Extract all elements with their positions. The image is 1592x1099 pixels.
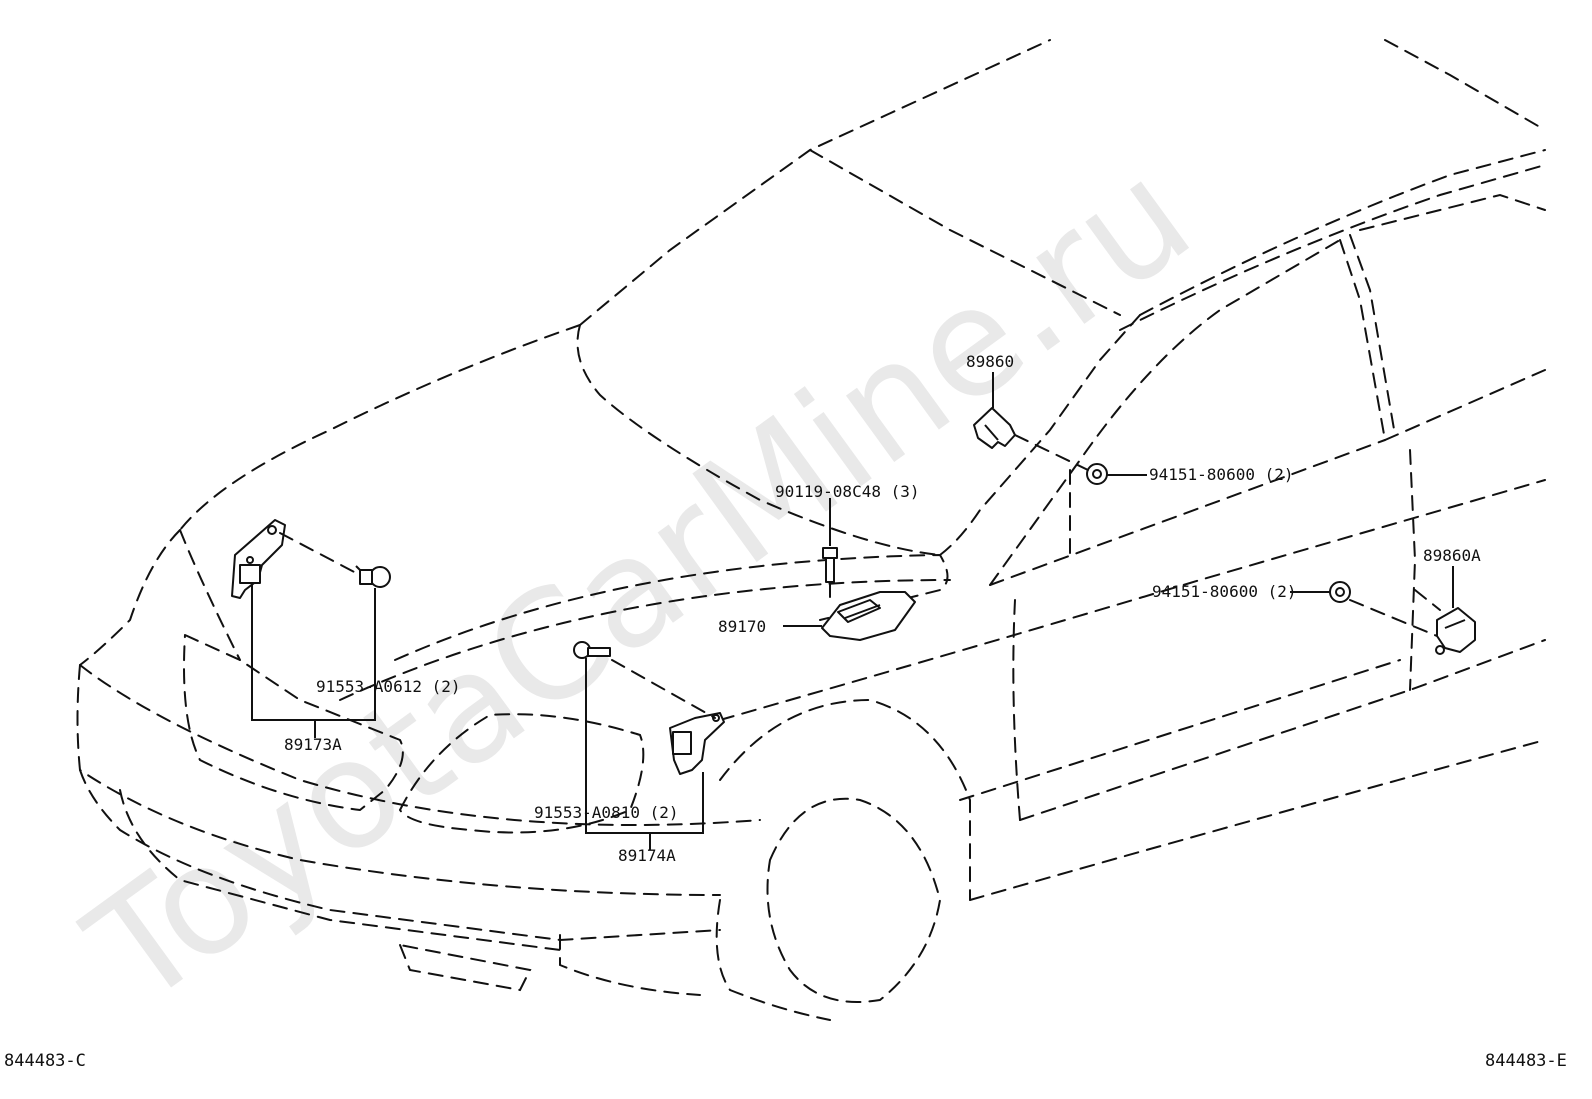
label-89174A: 89174A — [618, 846, 676, 865]
label-91553-A0810: 91553-A0810 (2) — [534, 803, 679, 822]
sensor-89860 — [973, 407, 1016, 449]
assembly-lines — [279, 434, 1441, 719]
bolt-91553-A0612 — [355, 565, 391, 588]
sensor-89174A — [669, 712, 725, 775]
reference-code-left: 844483-C — [4, 1051, 86, 1071]
label-89860: 89860 — [966, 352, 1014, 371]
label-90119-08C48: 90119-08C48 (3) — [775, 482, 920, 501]
sensor-89173A — [231, 519, 286, 599]
airbag-ecu-89170 — [821, 591, 916, 641]
leader-lines — [251, 372, 1454, 850]
car-outline — [76, 39, 1546, 1021]
label-94151-upper: 94151-80600 (2) — [1149, 465, 1294, 484]
reference-code-right: 844483-E — [1485, 1051, 1567, 1071]
label-91553-A0612: 91553-A0612 (2) — [316, 677, 461, 696]
label-89860A: 89860A — [1423, 546, 1481, 565]
sensor-89860A — [1435, 607, 1476, 655]
nut-94151-lower — [1329, 581, 1351, 603]
label-89173A: 89173A — [284, 735, 342, 754]
nut-94151-upper — [1086, 463, 1108, 485]
bolt-91553-A0810 — [573, 641, 611, 659]
label-94151-lower: 94151-80600 (2) — [1152, 582, 1297, 601]
bolt-90119-08C48 — [822, 547, 838, 583]
label-89170: 89170 — [718, 617, 766, 636]
